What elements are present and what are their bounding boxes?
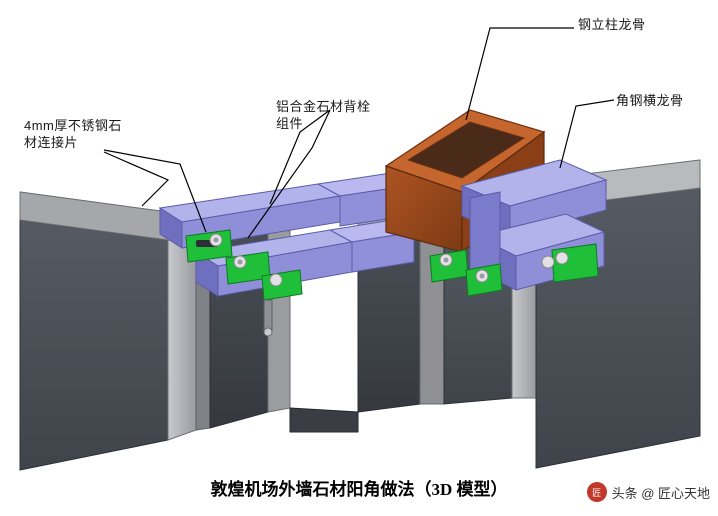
leader-back-bolt-2 — [247, 109, 331, 239]
left-wall-stone-edge-band — [167, 239, 197, 441]
leader-connector-plate-1 — [103, 149, 207, 233]
left-connector-plates-group — [185, 229, 303, 301]
bolt-center-2 — [237, 259, 243, 265]
label-angle-steel-horizontal-keel: 角钢横龙骨 — [616, 93, 684, 108]
center-keel2-front — [351, 231, 415, 273]
left-wall-face — [19, 219, 169, 471]
watermark: 匠 头条 @ 匠心天地 — [586, 482, 710, 502]
leader-connector-plate-2 — [103, 151, 170, 207]
bolt-head-3 — [269, 273, 283, 287]
steel-column-hollow-opening — [406, 121, 526, 179]
leader-angle-steel — [559, 99, 615, 169]
bolt-center-1 — [213, 237, 219, 243]
diagram-caption: 敦煌机场外墙石材阳角做法（3D 模型） — [210, 480, 508, 499]
leader-steel-column — [465, 27, 574, 121]
leader-back-bolt-1 — [269, 109, 331, 205]
leader-lines — [103, 27, 615, 239]
label-aluminum-alloy-stone-back-bolt-assembly: 铝合金石材背栓 组件 — [276, 99, 371, 131]
label-steel-column-keel: 钢立柱龙骨 — [578, 17, 646, 32]
watermark-logo-icon: 匠 — [586, 482, 607, 502]
corner-valley — [289, 407, 359, 433]
corner-valley-base — [289, 407, 359, 433]
bolt-head-6 — [541, 255, 555, 269]
anchor-pin-head — [263, 327, 273, 337]
right-wall-inner-band — [419, 220, 445, 405]
right-connector-plates-group — [429, 243, 599, 297]
anchor-detail-left — [263, 299, 273, 337]
left-keel-side — [159, 207, 183, 249]
label-stainless-steel-connector-plate: 4mm厚不锈钢石 材连接片 — [24, 118, 122, 150]
bolt-head-7 — [555, 251, 569, 265]
bolt-center-4 — [443, 257, 449, 263]
bolt-center-5 — [479, 273, 485, 279]
anchor-pin — [263, 299, 273, 331]
watermark-text: 头条 @ 匠心天地 — [611, 485, 710, 501]
left-keel2-side — [195, 251, 219, 297]
